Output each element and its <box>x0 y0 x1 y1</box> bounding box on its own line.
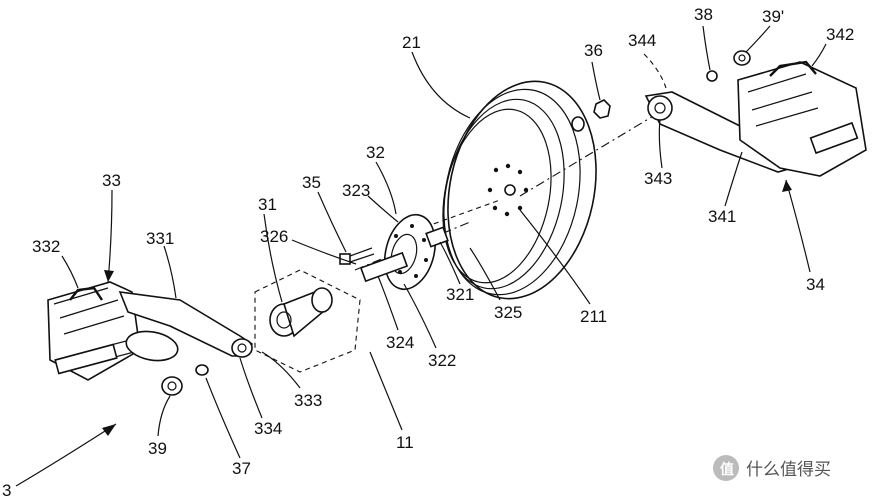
left-pedal <box>47 281 141 381</box>
label-37: 37 <box>232 459 251 478</box>
left-crank <box>118 291 254 362</box>
label-342: 342 <box>826 25 854 44</box>
hub-flange <box>359 213 449 291</box>
label-38: 38 <box>694 5 713 24</box>
label-31: 31 <box>258 195 277 214</box>
label-343: 343 <box>644 169 672 188</box>
left-nut <box>195 364 209 376</box>
label-321: 321 <box>446 285 474 304</box>
right-washer <box>571 116 585 132</box>
right-small-nut <box>706 70 718 82</box>
watermark-text: 什么值得买 <box>746 460 831 480</box>
leader-lines <box>15 25 827 487</box>
label-325: 325 <box>494 303 522 322</box>
svg-text:值: 值 <box>720 461 734 478</box>
label-344: 344 <box>628 31 656 50</box>
label-33: 33 <box>102 171 121 190</box>
flywheel <box>442 80 597 300</box>
label-332: 332 <box>32 237 60 256</box>
label-11: 11 <box>396 433 414 452</box>
bearing <box>269 287 333 338</box>
label-333: 333 <box>294 391 322 410</box>
reference-labels: 21 36 344 38 39' 342 343 341 34 32 323 3… <box>2 5 854 500</box>
right-pedal <box>737 60 867 177</box>
label-32: 32 <box>366 143 385 162</box>
watermark: 值 什么值得买 <box>713 455 831 481</box>
right-nut <box>593 99 611 119</box>
label-326: 326 <box>260 227 288 246</box>
label-211: 211 <box>580 307 607 326</box>
right-cap <box>733 50 751 66</box>
label-39: 39 <box>148 439 167 458</box>
label-35: 35 <box>302 173 321 192</box>
label-21: 21 <box>402 33 421 52</box>
label-39-prime: 39' <box>762 7 784 26</box>
label-323: 323 <box>342 181 370 200</box>
label-341: 341 <box>708 207 736 226</box>
left-cap <box>161 376 183 396</box>
label-322: 322 <box>428 351 456 370</box>
label-34: 34 <box>806 275 825 294</box>
label-324: 324 <box>386 333 414 352</box>
watermark-logo-icon <box>713 455 739 481</box>
label-3: 3 <box>2 481 11 500</box>
label-334: 334 <box>254 419 282 438</box>
label-331: 331 <box>146 229 174 248</box>
label-36: 36 <box>584 41 603 60</box>
